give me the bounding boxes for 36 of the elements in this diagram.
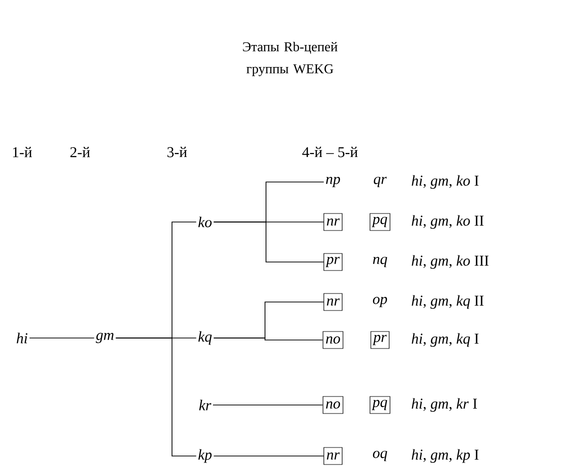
framed-label: nr bbox=[324, 447, 342, 465]
stage-label: kp bbox=[198, 449, 212, 463]
framed-label: pq bbox=[370, 213, 390, 231]
stage-label: hi bbox=[16, 332, 28, 344]
stage-label: ko bbox=[198, 216, 212, 228]
group-label: hi, gm, kr I bbox=[412, 398, 477, 412]
stage-label: nq bbox=[373, 256, 388, 268]
group-label: hi, gm, ko III bbox=[412, 255, 489, 269]
column-heading: 1-й bbox=[13, 146, 32, 158]
stage-label: kq bbox=[198, 331, 212, 345]
group-label: hi, gm, ko I bbox=[412, 175, 479, 189]
column-heading: 4-й – 5-й bbox=[302, 146, 358, 158]
framed-label: nr bbox=[324, 213, 342, 231]
framed-label: no bbox=[322, 331, 344, 349]
stage-label: gm bbox=[96, 332, 114, 344]
column-heading: 2-й bbox=[70, 146, 90, 158]
group-label: hi, gm, kq I bbox=[412, 333, 479, 347]
connector-line bbox=[213, 222, 324, 262]
column-heading: 3-й bbox=[167, 146, 187, 158]
framed-label: nr bbox=[324, 293, 342, 311]
connector-line bbox=[213, 338, 324, 340]
stage-label: oq bbox=[372, 450, 388, 462]
connector-line bbox=[212, 404, 324, 406]
stage-label: qr bbox=[374, 176, 387, 188]
title: Этапы Rb-цепей группы WEKG bbox=[243, 42, 338, 76]
framed-label: pr bbox=[370, 331, 390, 349]
stage-label: op bbox=[372, 296, 388, 308]
framed-label: pr bbox=[324, 253, 342, 271]
group-label: hi, gm, kq II bbox=[412, 295, 484, 309]
framed-label: no bbox=[322, 396, 344, 414]
framed-label: pq bbox=[370, 396, 390, 414]
group-label: hi, gm, ko II bbox=[412, 215, 484, 229]
connector-line bbox=[115, 338, 197, 456]
group-label: hi, gm, kp I bbox=[412, 449, 479, 463]
stage-label: kr bbox=[199, 400, 212, 410]
stage-label: np bbox=[326, 176, 340, 188]
